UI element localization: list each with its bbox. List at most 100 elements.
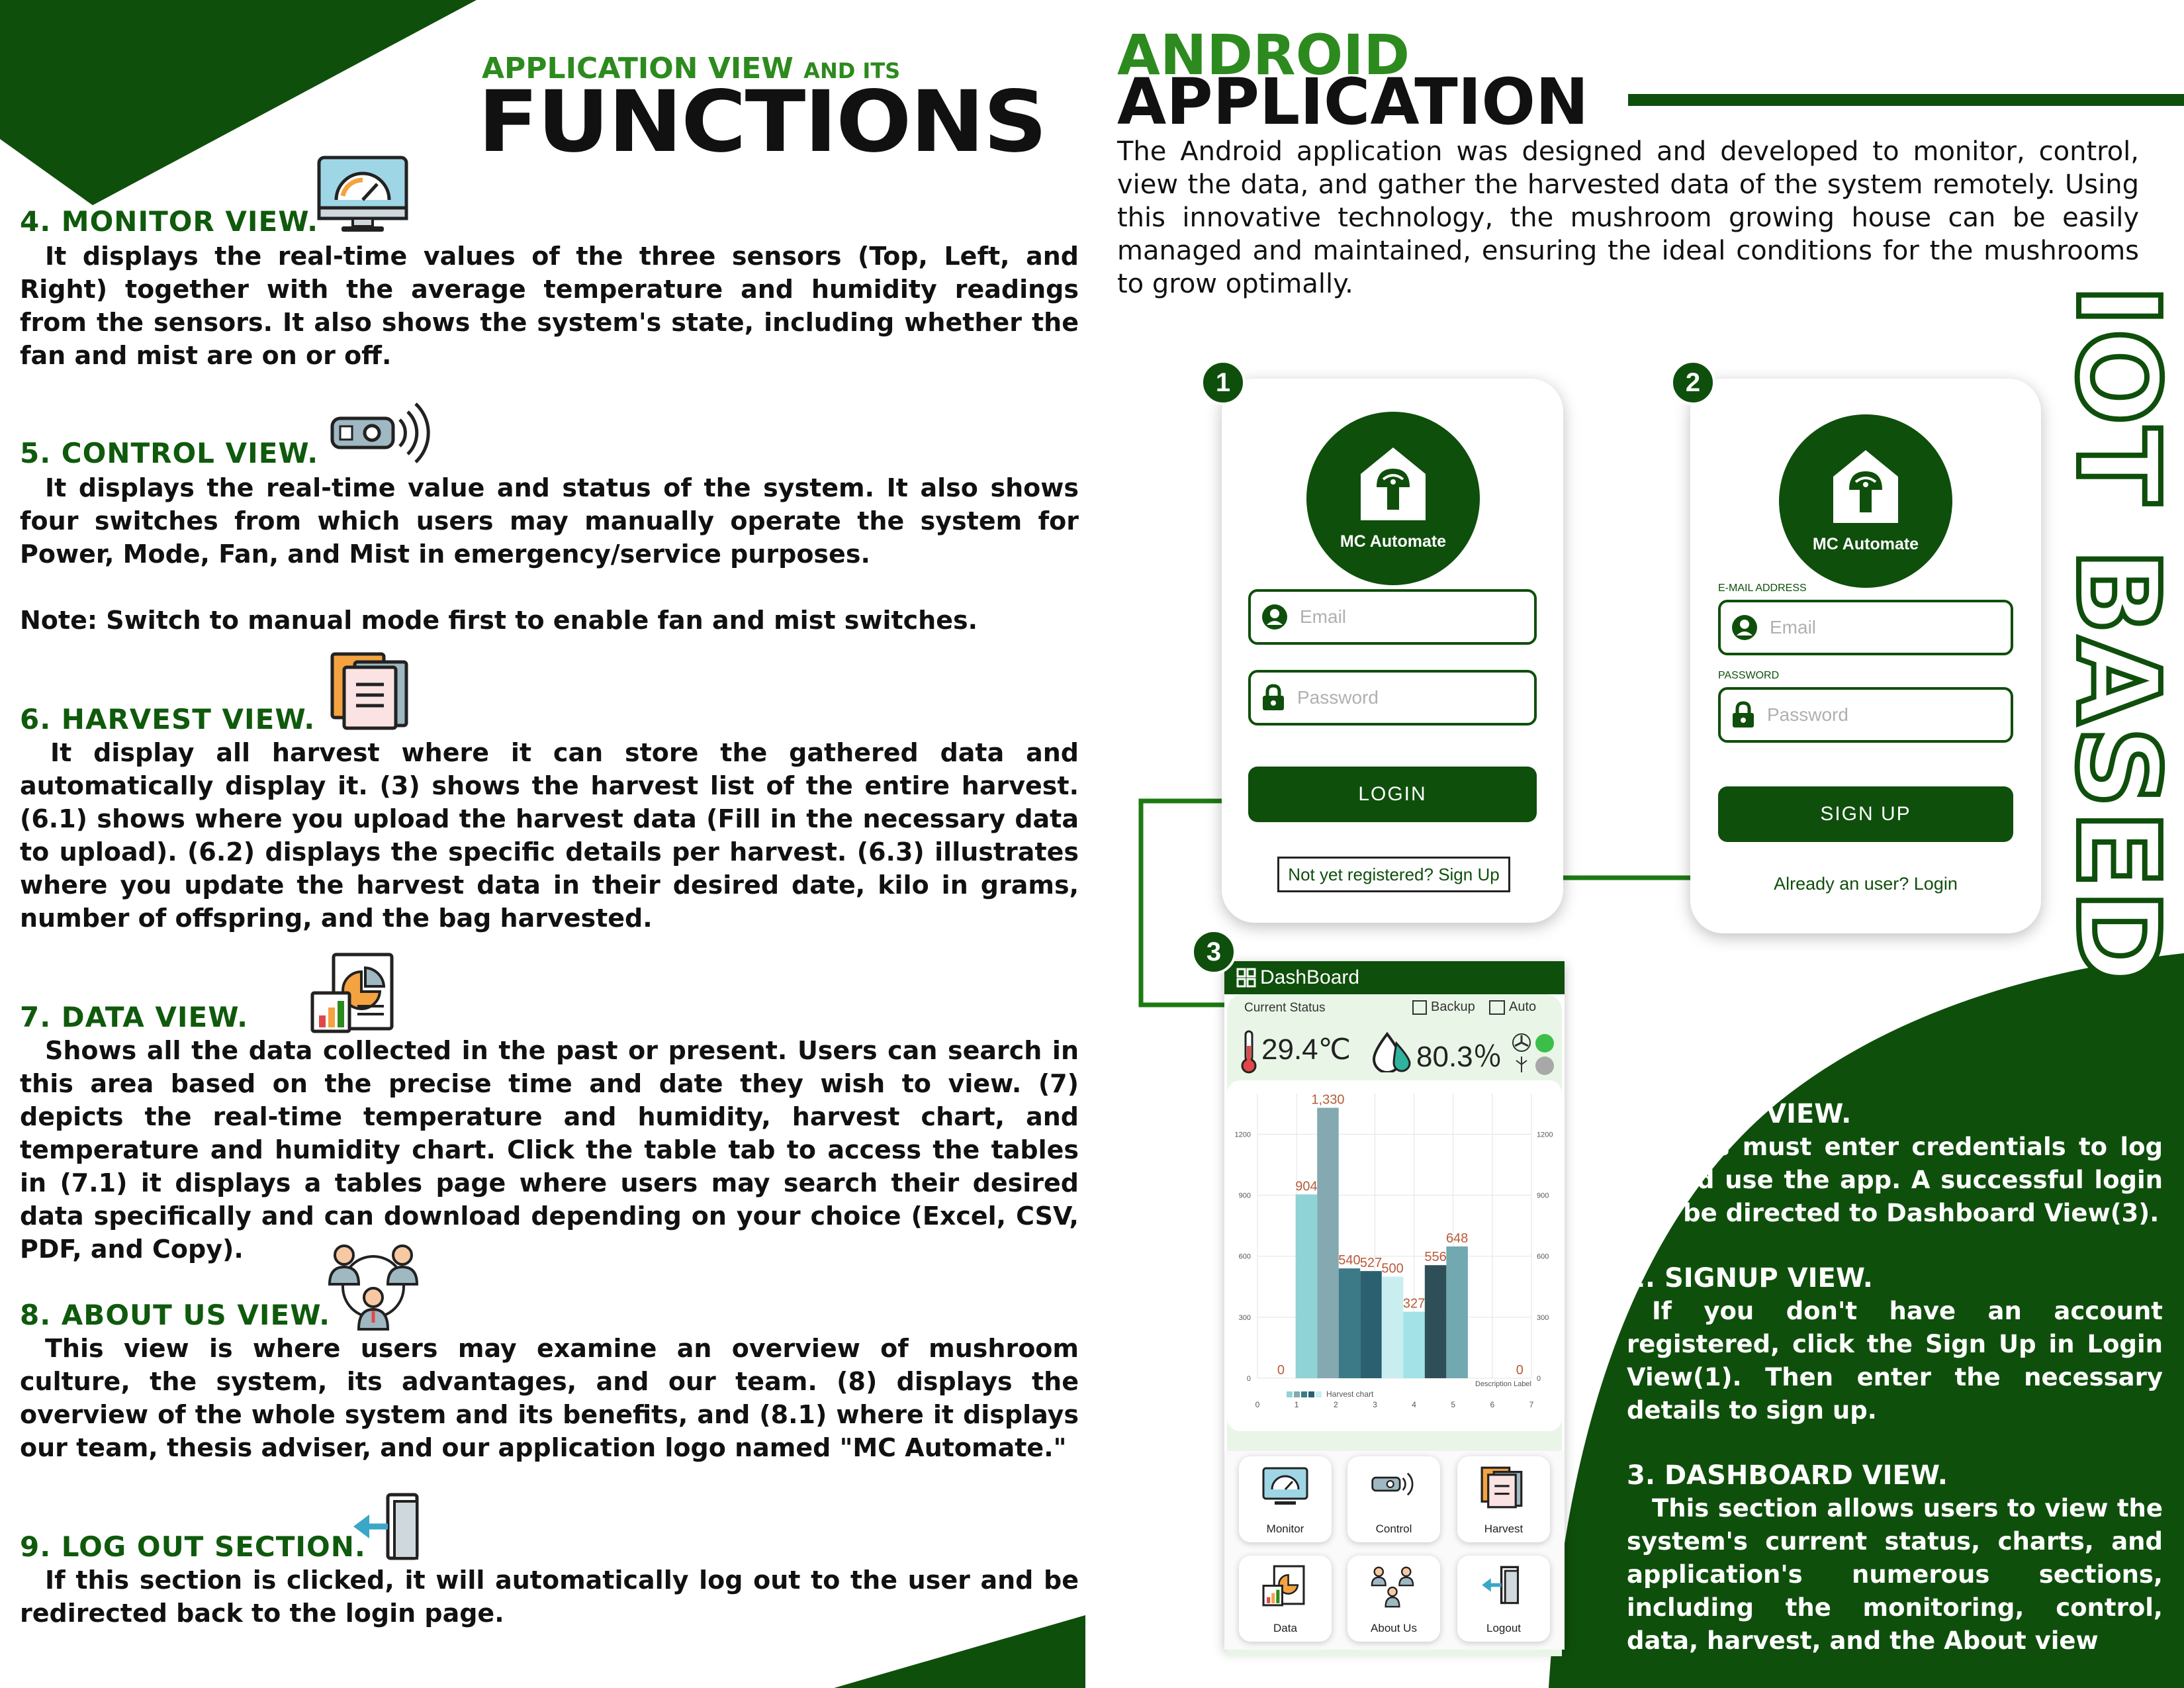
remote-control-icon — [1371, 1472, 1414, 1496]
chart-xtick-label: 4 — [1412, 1400, 1416, 1409]
grid-menu-icon[interactable] — [1236, 968, 1256, 988]
documents-icon — [330, 652, 408, 730]
signup-password-field[interactable]: Password — [1718, 687, 2013, 743]
chart-xtick-label: 3 — [1373, 1400, 1377, 1409]
chart-xtick-label: 2 — [1334, 1400, 1338, 1409]
section-body-harvest: It display all harvest where it can stor… — [20, 738, 1079, 933]
chart-ytick-label: 900 — [1239, 1192, 1251, 1200]
password-field[interactable]: Password — [1248, 670, 1537, 726]
lock-icon — [1263, 684, 1284, 710]
chart-bar — [1360, 1271, 1382, 1378]
section-heading-about: 8. ABOUT US VIEW. — [20, 1299, 331, 1331]
login-link[interactable]: Already an user? Login — [1774, 874, 1958, 894]
chart-ytick-label: 300 — [1239, 1314, 1251, 1322]
section-note-control: Note: Switch to manual mode first to ena… — [20, 606, 978, 635]
nav-tile-about-label: About Us — [1371, 1622, 1417, 1634]
view-heading-dashboard: 3. DASHBOARD VIEW. — [1627, 1460, 1948, 1491]
chart-legend-label: Harvest chart — [1326, 1389, 1374, 1399]
signup-email-field[interactable]: Email — [1718, 600, 2013, 655]
email-placeholder: Email — [1300, 606, 1347, 627]
chart-data-label: 500 — [1381, 1261, 1403, 1276]
password-label: PASSWORD — [1718, 670, 1780, 681]
nav-tile-logout-label: Logout — [1486, 1622, 1521, 1634]
humidity-icon — [1372, 1031, 1411, 1072]
signup-button[interactable]: SIGN UP — [1718, 786, 2013, 842]
nav-tile-control[interactable]: Control — [1347, 1456, 1440, 1542]
right-title-line1: ANDROID — [1117, 23, 1410, 87]
android-intro: The Android application was designed and… — [1117, 136, 2139, 299]
section-body-data: Shows all the data collected in the past… — [20, 1036, 1079, 1264]
dashboard-screen: DashBoard Current Status Backup Auto 29.… — [1224, 961, 1565, 1656]
chart-data-label: 0 — [1516, 1363, 1524, 1378]
user-icon — [1732, 615, 1757, 640]
nav-tile-monitor-label: Monitor — [1266, 1523, 1304, 1535]
lock-icon — [1733, 701, 1754, 727]
monitor-gauge-icon — [317, 156, 408, 232]
section-heading-monitor: 4. MONITOR VIEW. — [20, 205, 319, 238]
bottom-triangle — [834, 1615, 1085, 1688]
chart-xtick-label: 1 — [1295, 1400, 1299, 1409]
temperature-readout: 29.4℃ — [1261, 1033, 1351, 1066]
mushroom-wifi-logo — [1833, 450, 1898, 523]
chart-bar — [1295, 1194, 1318, 1378]
section-heading-data: 7. DATA VIEW. — [20, 1001, 249, 1033]
chart-ytick-label-right: 0 — [1537, 1375, 1541, 1383]
title-rule — [1628, 94, 2184, 106]
view-heading-login: 1. LOGIN VIEW. — [1627, 1099, 1852, 1129]
nav-tile-harvest-label: Harvest — [1484, 1523, 1524, 1535]
chart-ytick-label-right: 1200 — [1537, 1131, 1553, 1139]
app-logo-signup: MC Automate — [1779, 414, 1952, 588]
nav-tile-control-label: Control — [1375, 1523, 1412, 1535]
chart-xtick-label: 7 — [1529, 1400, 1534, 1409]
nav-tile-data[interactable]: Data — [1239, 1556, 1332, 1642]
chart-legend-swatch — [1316, 1391, 1322, 1397]
signup-email-placeholder: Email — [1770, 617, 1817, 637]
email-field[interactable]: Email — [1248, 589, 1537, 645]
auto-toggle[interactable]: Auto — [1489, 1000, 1536, 1015]
nav-tile-logout[interactable]: Logout — [1457, 1556, 1550, 1642]
section-body-control: It displays the real-time value and stat… — [20, 473, 1079, 569]
logout-icon — [1482, 1566, 1520, 1605]
app-name: MC Automate — [1340, 532, 1447, 551]
chart-bar — [1424, 1265, 1447, 1378]
nav-tile-about[interactable]: About Us — [1347, 1556, 1440, 1642]
view-body-signup: If you don't have an account registered,… — [1627, 1297, 2163, 1425]
chart-xtick-label: 5 — [1451, 1400, 1455, 1409]
left-title-small: APPLICATION VIEW AND ITS — [482, 52, 901, 85]
signup-link[interactable]: Not yet registered? Sign Up — [1277, 857, 1510, 892]
chart-bar — [1317, 1107, 1339, 1378]
data-report-icon — [1262, 1565, 1305, 1607]
left-title-small-suffix: AND ITS — [803, 58, 901, 83]
chart-legend-swatch — [1294, 1391, 1300, 1397]
status-label: Current Status — [1244, 1001, 1326, 1015]
app-name-signup: MC Automate — [1812, 535, 1919, 553]
nav-tile-harvest[interactable]: Harvest — [1457, 1456, 1550, 1542]
left-title-big: FUNCTIONS — [478, 73, 1047, 171]
right-green-blob — [1549, 953, 2184, 1688]
badge-signup: 2 — [1670, 360, 1715, 405]
vertical-title: IOT BASED — [2049, 282, 2184, 989]
login-button[interactable]: LOGIN — [1248, 767, 1537, 822]
signup-password-placeholder: Password — [1767, 704, 1848, 725]
chart-data-label: 556 — [1424, 1250, 1446, 1264]
password-placeholder: Password — [1297, 687, 1379, 708]
team-icon — [1371, 1566, 1414, 1608]
chart-data-label: 648 — [1446, 1231, 1468, 1246]
signup-screen: MC Automate E-MAIL ADDRESS Email PASSWOR… — [1690, 379, 2041, 933]
nav-tile-monitor[interactable]: Monitor — [1239, 1456, 1332, 1542]
chart-data-label: 0 — [1277, 1363, 1285, 1378]
thermometer-icon — [1241, 1030, 1257, 1074]
documents-icon — [1480, 1466, 1523, 1509]
auto-label: Auto — [1509, 1000, 1537, 1014]
badge-dashboard: 3 — [1191, 929, 1236, 974]
chart-data-label: 527 — [1360, 1256, 1382, 1270]
backup-toggle[interactable]: Backup — [1412, 1000, 1475, 1015]
top-left-triangle — [0, 0, 477, 205]
chart-ytick-label-right: 300 — [1537, 1314, 1549, 1322]
section-body-monitor: It displays the real-time values of the … — [20, 242, 1079, 370]
badge-login: 1 — [1201, 360, 1246, 405]
login-screen: MC Automate Email Password LOGIN Not yet… — [1222, 379, 1563, 923]
section-heading-harvest: 6. HARVEST VIEW. — [20, 703, 316, 735]
right-title-line2: APPLICATION — [1117, 65, 1589, 139]
